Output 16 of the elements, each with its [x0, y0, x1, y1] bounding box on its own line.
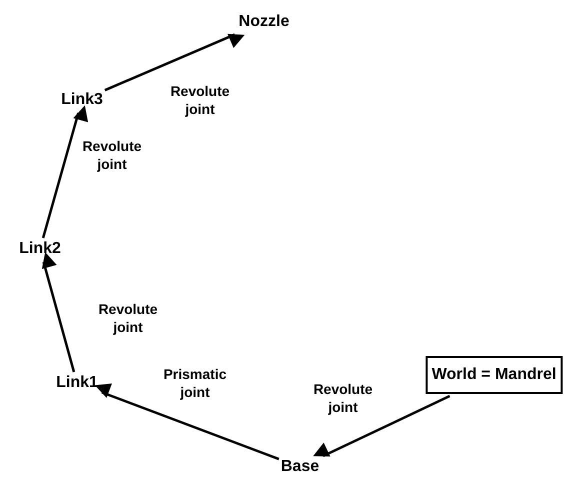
edge-label: Revolute joint — [97, 300, 159, 336]
edge-label: Revolute joint — [81, 136, 143, 174]
edge-label: Prismatic joint — [162, 364, 228, 402]
node-label: Link1 — [56, 374, 98, 392]
node-label: Nozzle — [238, 13, 290, 31]
labeled-box: World = Mandrel — [426, 356, 562, 394]
node-label: Base — [280, 458, 320, 476]
arrow — [313, 394, 450, 458]
arrow — [104, 33, 245, 92]
arrow — [94, 383, 280, 460]
node-label: Link2 — [19, 240, 61, 258]
edge-label: Revolute joint — [169, 82, 231, 118]
arrow — [42, 252, 76, 372]
node-label: Link3 — [61, 91, 103, 109]
arrow — [42, 105, 88, 238]
edge-label: Revolute joint — [312, 380, 374, 416]
